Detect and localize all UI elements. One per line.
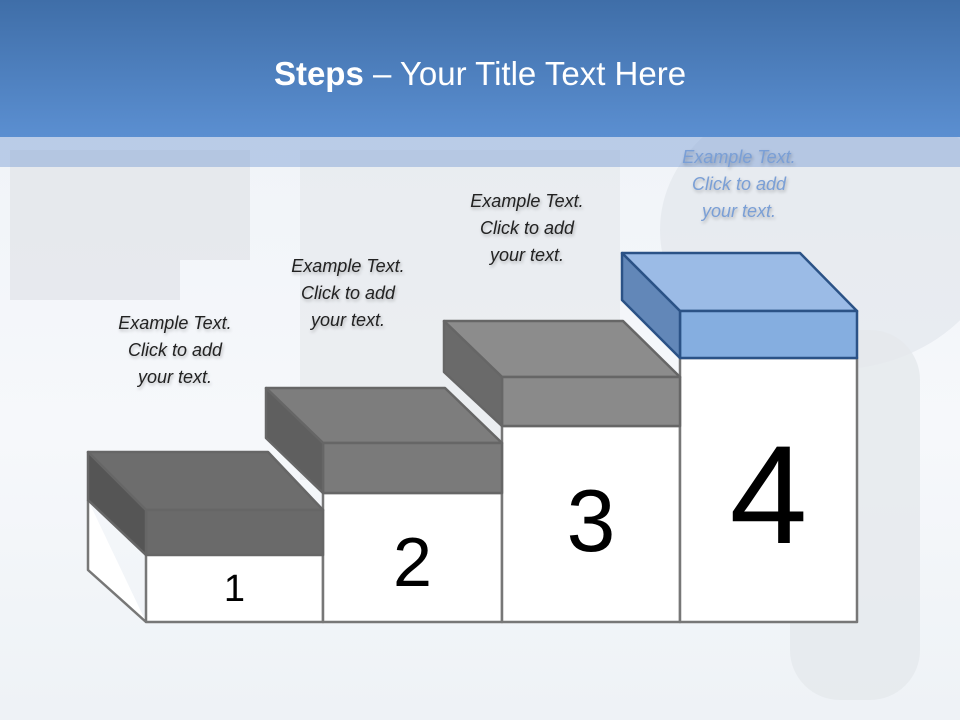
title-bold: Steps: [273, 55, 364, 92]
step-1-block: [86, 450, 325, 557]
slide-title[interactable]: Steps – Your Title Text Here: [0, 55, 960, 93]
caption-line: Example Text.: [470, 191, 584, 211]
step-2-number: 2: [393, 523, 432, 601]
step-3-number: 3: [566, 471, 616, 570]
caption-line: Click to add: [300, 283, 396, 303]
caption-line: Click to add: [479, 218, 575, 238]
caption-line: Example Text.: [291, 256, 405, 276]
title-bar: [0, 0, 960, 137]
caption-line: Click to add: [691, 174, 787, 194]
step-3-frame: [500, 424, 682, 624]
caption-line: your text.: [137, 367, 213, 387]
title-band: [0, 137, 960, 167]
step-3-caption[interactable]: Example Text. Click to add your text.: [437, 188, 617, 269]
caption-line: your text.: [310, 310, 386, 330]
caption-line: your text.: [489, 245, 565, 265]
title-rest: – Your Title Text Here: [363, 55, 687, 92]
step-4-number: 4: [729, 416, 808, 573]
step-4-block: [620, 251, 859, 360]
step-2-caption[interactable]: Example Text. Click to add your text.: [258, 253, 438, 334]
caption-line: Example Text.: [118, 313, 232, 333]
step-4-frame: [678, 356, 859, 624]
caption-line: your text.: [701, 201, 777, 221]
step-2-frame: [321, 491, 504, 624]
step-3-block: [442, 319, 682, 428]
step-1-caption[interactable]: Example Text. Click to add your text.: [85, 310, 265, 391]
caption-line: Example Text.: [682, 147, 796, 167]
caption-line: Click to add: [127, 340, 223, 360]
step-2-block: [264, 386, 504, 495]
step-1-number: 1: [223, 568, 246, 610]
step-4-caption[interactable]: Example Text. Click to add your text.: [649, 144, 829, 225]
